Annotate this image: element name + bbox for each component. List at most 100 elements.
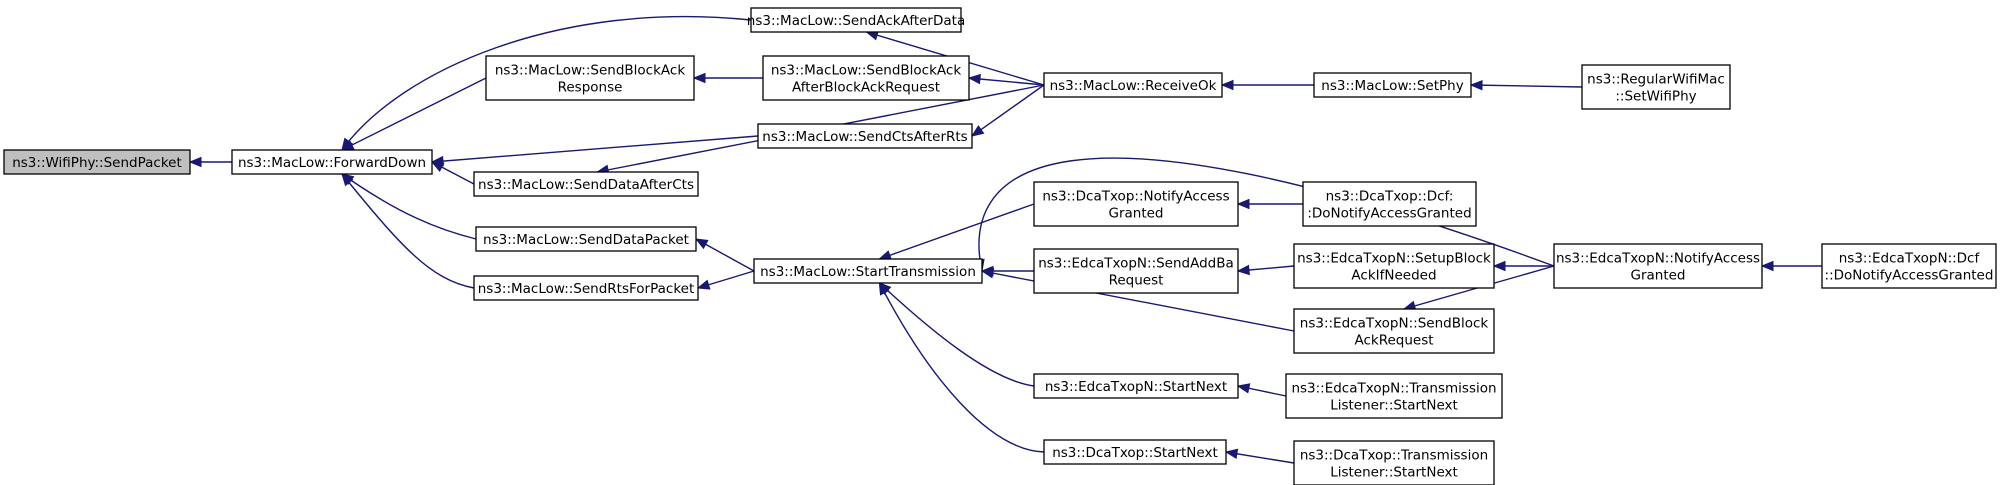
node-edcatxopn_startnext[interactable]: ns3::EdcaTxopN::StartNext: [1033, 373, 1239, 399]
node-dcatxop_transmissionlistener_startnext[interactable]: ns3::DcaTxop::TransmissionListener::Star…: [1293, 440, 1495, 485]
arrowhead-icon: [341, 172, 354, 187]
node-maclow_senddataaftercts[interactable]: ns3::MacLow::SendDataAfterCts: [473, 171, 699, 197]
node-label: AckRequest: [1354, 333, 1433, 349]
node-label: Listener::StartNext: [1330, 465, 1458, 481]
arrowhead-icon: [980, 268, 995, 279]
arrowhead-icon: [970, 125, 985, 137]
edge-line: [879, 203, 1035, 260]
node-box: [1313, 72, 1472, 98]
node-box: [1293, 243, 1495, 289]
nodes-layer: ns3::WifiPhy::SendPacket ns3::MacLow::For…: [3, 7, 1997, 485]
node-label: Response: [558, 80, 623, 96]
node-label: ::DoNotifyAccessGranted: [1825, 268, 1994, 284]
node-box: [1043, 439, 1227, 465]
arrowhead-icon: [1236, 264, 1250, 276]
node-box: [1821, 243, 1997, 289]
arrowhead-icon: [1760, 260, 1774, 272]
node-maclow_sendrtsforpacket[interactable]: ns3::MacLow::SendRtsForPacket: [473, 275, 699, 301]
node-regularwifimac_setwifiphy[interactable]: ns3::RegularWifiMac::SetWifiPhy: [1581, 64, 1731, 110]
node-label: ns3::WifiPhy::SendPacket: [12, 155, 182, 171]
node-label: Request: [1109, 273, 1164, 289]
edge-maclow_senddataaftercts-to-maclow_forwarddown: [430, 161, 475, 185]
node-maclow_forwarddown[interactable]: ns3::MacLow::ForwardDown: [231, 149, 433, 175]
node-maclow_sendctsafterrts[interactable]: ns3::MacLow::SendCtsAfterRts: [757, 123, 973, 149]
edge-line: [341, 15, 752, 151]
arrowhead-icon: [1492, 260, 1506, 272]
node-box: [750, 7, 962, 33]
node-label: AckIfNeeded: [1351, 268, 1436, 284]
node-box: [1033, 248, 1239, 294]
node-edcatxopn_dcf_donotifyaccessgranted[interactable]: ns3::EdcaTxopN::Dcf::DoNotifyAccessGrant…: [1821, 243, 1997, 289]
edge-edcatxopn_startnext-to-maclow_starttransmission: [878, 282, 1035, 387]
edges-layer: [188, 15, 1822, 464]
arrowhead-icon: [1224, 448, 1239, 460]
node-label: ns3::EdcaTxopN::SetupBlock: [1297, 251, 1491, 267]
edge-line: [878, 282, 1035, 387]
node-box: [473, 171, 699, 197]
node-maclow_senddatapacket[interactable]: ns3::MacLow::SendDataPacket: [475, 226, 697, 252]
node-box: [1033, 373, 1239, 399]
edge-maclow_starttransmission-to-maclow_sendrtsforpacket: [696, 270, 755, 290]
arrowhead-icon: [967, 73, 981, 85]
node-label: ns3::RegularWifiMac: [1587, 72, 1725, 88]
edge-dcatxop_transmissionlistener_startnext-to-dcatxop_startnext: [1224, 448, 1295, 464]
node-label: Granted: [1108, 206, 1163, 222]
node-label: ns3::MacLow::StartTransmission: [760, 264, 976, 280]
edge-maclow_sendblockackresponse-to-maclow_forwarddown: [340, 77, 487, 151]
arrowhead-icon: [430, 161, 445, 172]
arrowhead-icon: [878, 281, 890, 296]
edge-maclow_starttransmission-to-maclow_senddatapacket: [694, 238, 755, 272]
edge-maclow_sendrtsforpacket-to-maclow_forwarddown: [341, 172, 475, 289]
node-maclow_sendackafterdata[interactable]: ns3::MacLow::SendAckAfterData: [747, 7, 965, 33]
edge-dcatxop_startnext-to-maclow_starttransmission: [878, 281, 1045, 453]
node-edcatxopn_transmissionlistener_startnext[interactable]: ns3::EdcaTxopN::TransmissionListener::St…: [1285, 373, 1503, 419]
node-box: [475, 226, 697, 252]
node-label: ns3::EdcaTxopN::SendBlock: [1300, 316, 1489, 332]
edge-dcatxop_dcf_donotifyaccessgranted-to-dcatxop_notifyaccessgranted: [1236, 198, 1303, 210]
edge-line: [341, 173, 475, 289]
node-edcatxopn_notifyaccessgranted[interactable]: ns3::EdcaTxopN::NotifyAccessGranted: [1553, 243, 1763, 289]
node-maclow_receiveok[interactable]: ns3::MacLow::ReceiveOk: [1043, 72, 1223, 98]
edge-edcatxopn_dcf_donotifyaccessgranted-to-edcatxopn_notifyaccessgranted: [1760, 260, 1822, 272]
arrowhead-icon: [878, 250, 892, 261]
node-box: [3, 149, 191, 175]
node-dcatxop_dcf_donotifyaccessgranted[interactable]: ns3::DcaTxop::Dcf::DoNotifyAccessGranted: [1302, 181, 1477, 227]
node-label: AfterBlockAckRequest: [792, 80, 940, 96]
node-label: ns3::EdcaTxopN::Dcf: [1839, 251, 1981, 267]
edge-line: [971, 84, 1045, 137]
node-label: ns3::MacLow::SendAckAfterData: [747, 13, 965, 29]
node-label: ns3::MacLow::SendRtsForPacket: [478, 281, 695, 297]
node-label: ::SetWifiPhy: [1615, 89, 1696, 105]
node-box: [762, 55, 970, 101]
node-label: ns3::DcaTxop::Dcf:: [1326, 189, 1454, 205]
node-maclow_setphy[interactable]: ns3::MacLow::SetPhy: [1313, 72, 1472, 98]
node-label: ns3::DcaTxop::Transmission: [1300, 448, 1488, 464]
node-label: ns3::MacLow::ReceiveOk: [1050, 78, 1217, 94]
edge-line: [1470, 84, 1583, 88]
node-box: [1293, 440, 1495, 485]
edge-line: [431, 135, 759, 163]
edge-maclow_receiveok-to-maclow_sendblockackafterblockackrequest: [967, 73, 1045, 86]
edge-edcatxopn_transmissionlistener_startnext-to-edcatxopn_startnext: [1236, 383, 1287, 397]
arrowhead-icon: [1469, 79, 1483, 91]
node-label: ns3::MacLow::SendDataPacket: [483, 232, 689, 248]
node-label: ns3::DcaTxop::StartNext: [1052, 445, 1218, 461]
edge-maclow_sendblockackafterblockackrequest-to-maclow_sendblockackresponse: [692, 72, 763, 84]
node-maclow_starttransmission[interactable]: ns3::MacLow::StartTransmission: [753, 258, 983, 284]
node-label: ns3::MacLow::SendBlockAck: [495, 63, 685, 79]
edge-maclow_receiveok-to-maclow_sendctsafterrts: [970, 84, 1045, 137]
node-dcatxop_startnext[interactable]: ns3::DcaTxop::StartNext: [1043, 439, 1227, 465]
node-maclow_sendblockackafterblockackrequest[interactable]: ns3::MacLow::SendBlockAckAfterBlockAckRe…: [762, 55, 970, 101]
edge-dcatxop_notifyaccessgranted-to-maclow_starttransmission: [878, 203, 1035, 261]
node-label: ns3::MacLow::SendBlockAck: [771, 63, 961, 79]
node-box: [1302, 181, 1477, 227]
node-box: [1293, 308, 1495, 354]
node-box: [757, 123, 973, 149]
node-dcatxop_notifyaccessgranted[interactable]: ns3::DcaTxop::NotifyAccessGranted: [1033, 181, 1239, 227]
node-box: [231, 149, 433, 175]
